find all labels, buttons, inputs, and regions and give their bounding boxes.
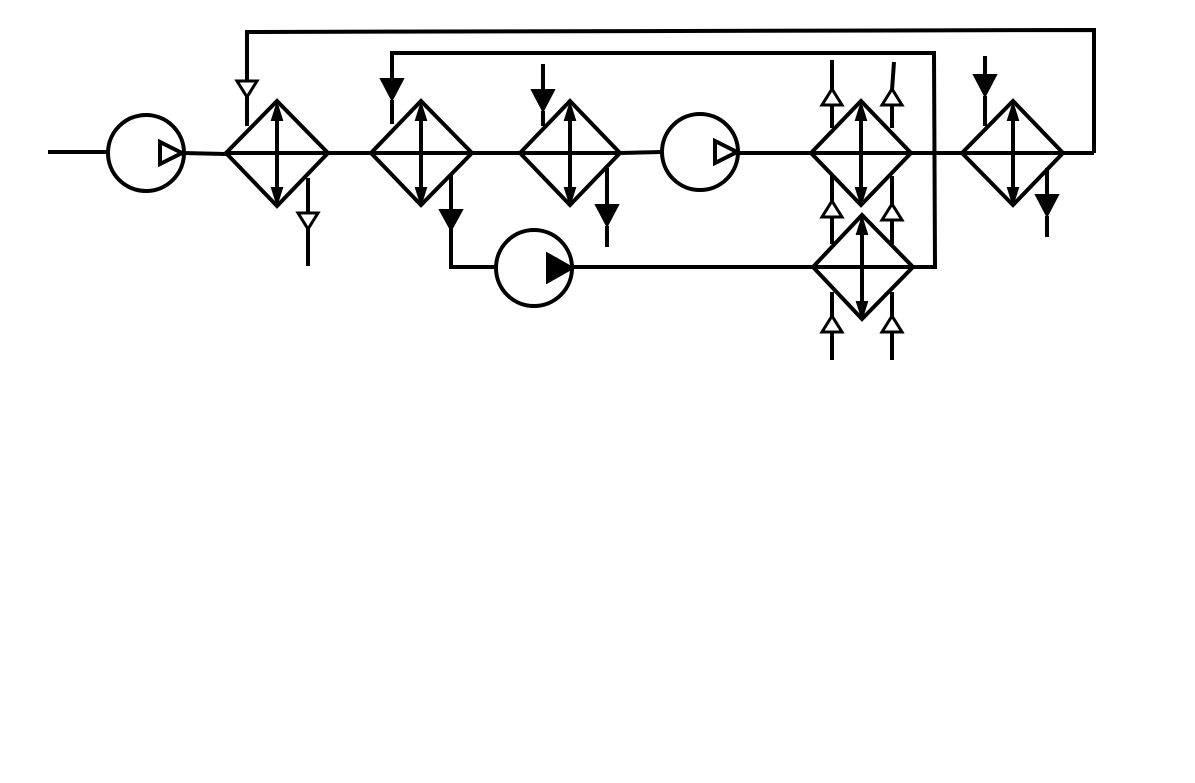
main-process-line <box>48 150 1094 156</box>
open-triangle-icon <box>158 138 187 168</box>
open-triangle-icon <box>234 79 260 100</box>
open-triangle-icon <box>819 313 845 334</box>
heat-exchanger-4 <box>808 60 914 208</box>
heat-exchanger-3 <box>517 64 623 247</box>
pump-3 <box>660 112 742 192</box>
pump-2 <box>494 228 576 308</box>
filled-triangle-icon <box>594 204 620 229</box>
heat-exchanger-2 <box>368 78 475 233</box>
filled-triangle-icon <box>1034 194 1060 219</box>
open-triangle-icon <box>713 137 742 167</box>
open-triangle-icon <box>295 211 321 232</box>
lower-branch-line <box>449 175 813 269</box>
heat-exchanger-1 <box>223 79 331 266</box>
open-triangle-icon <box>819 198 845 219</box>
filled-triangle-icon <box>438 209 464 233</box>
heat-exchanger-5 <box>810 176 916 360</box>
open-triangle-icon <box>879 313 905 334</box>
filled-triangle-icon <box>972 74 998 99</box>
filled-triangle-icon <box>379 78 405 103</box>
outer-recycle-line <box>245 27 1096 153</box>
filled-triangle-icon <box>546 251 576 285</box>
open-triangle-icon <box>879 201 905 222</box>
filled-triangle-icon <box>530 89 556 114</box>
open-triangle-icon <box>879 86 905 107</box>
open-triangle-icon <box>819 86 845 107</box>
heat-exchanger-6 <box>959 56 1066 237</box>
inner-recycle-line <box>390 51 938 269</box>
pump-1 <box>106 113 187 193</box>
